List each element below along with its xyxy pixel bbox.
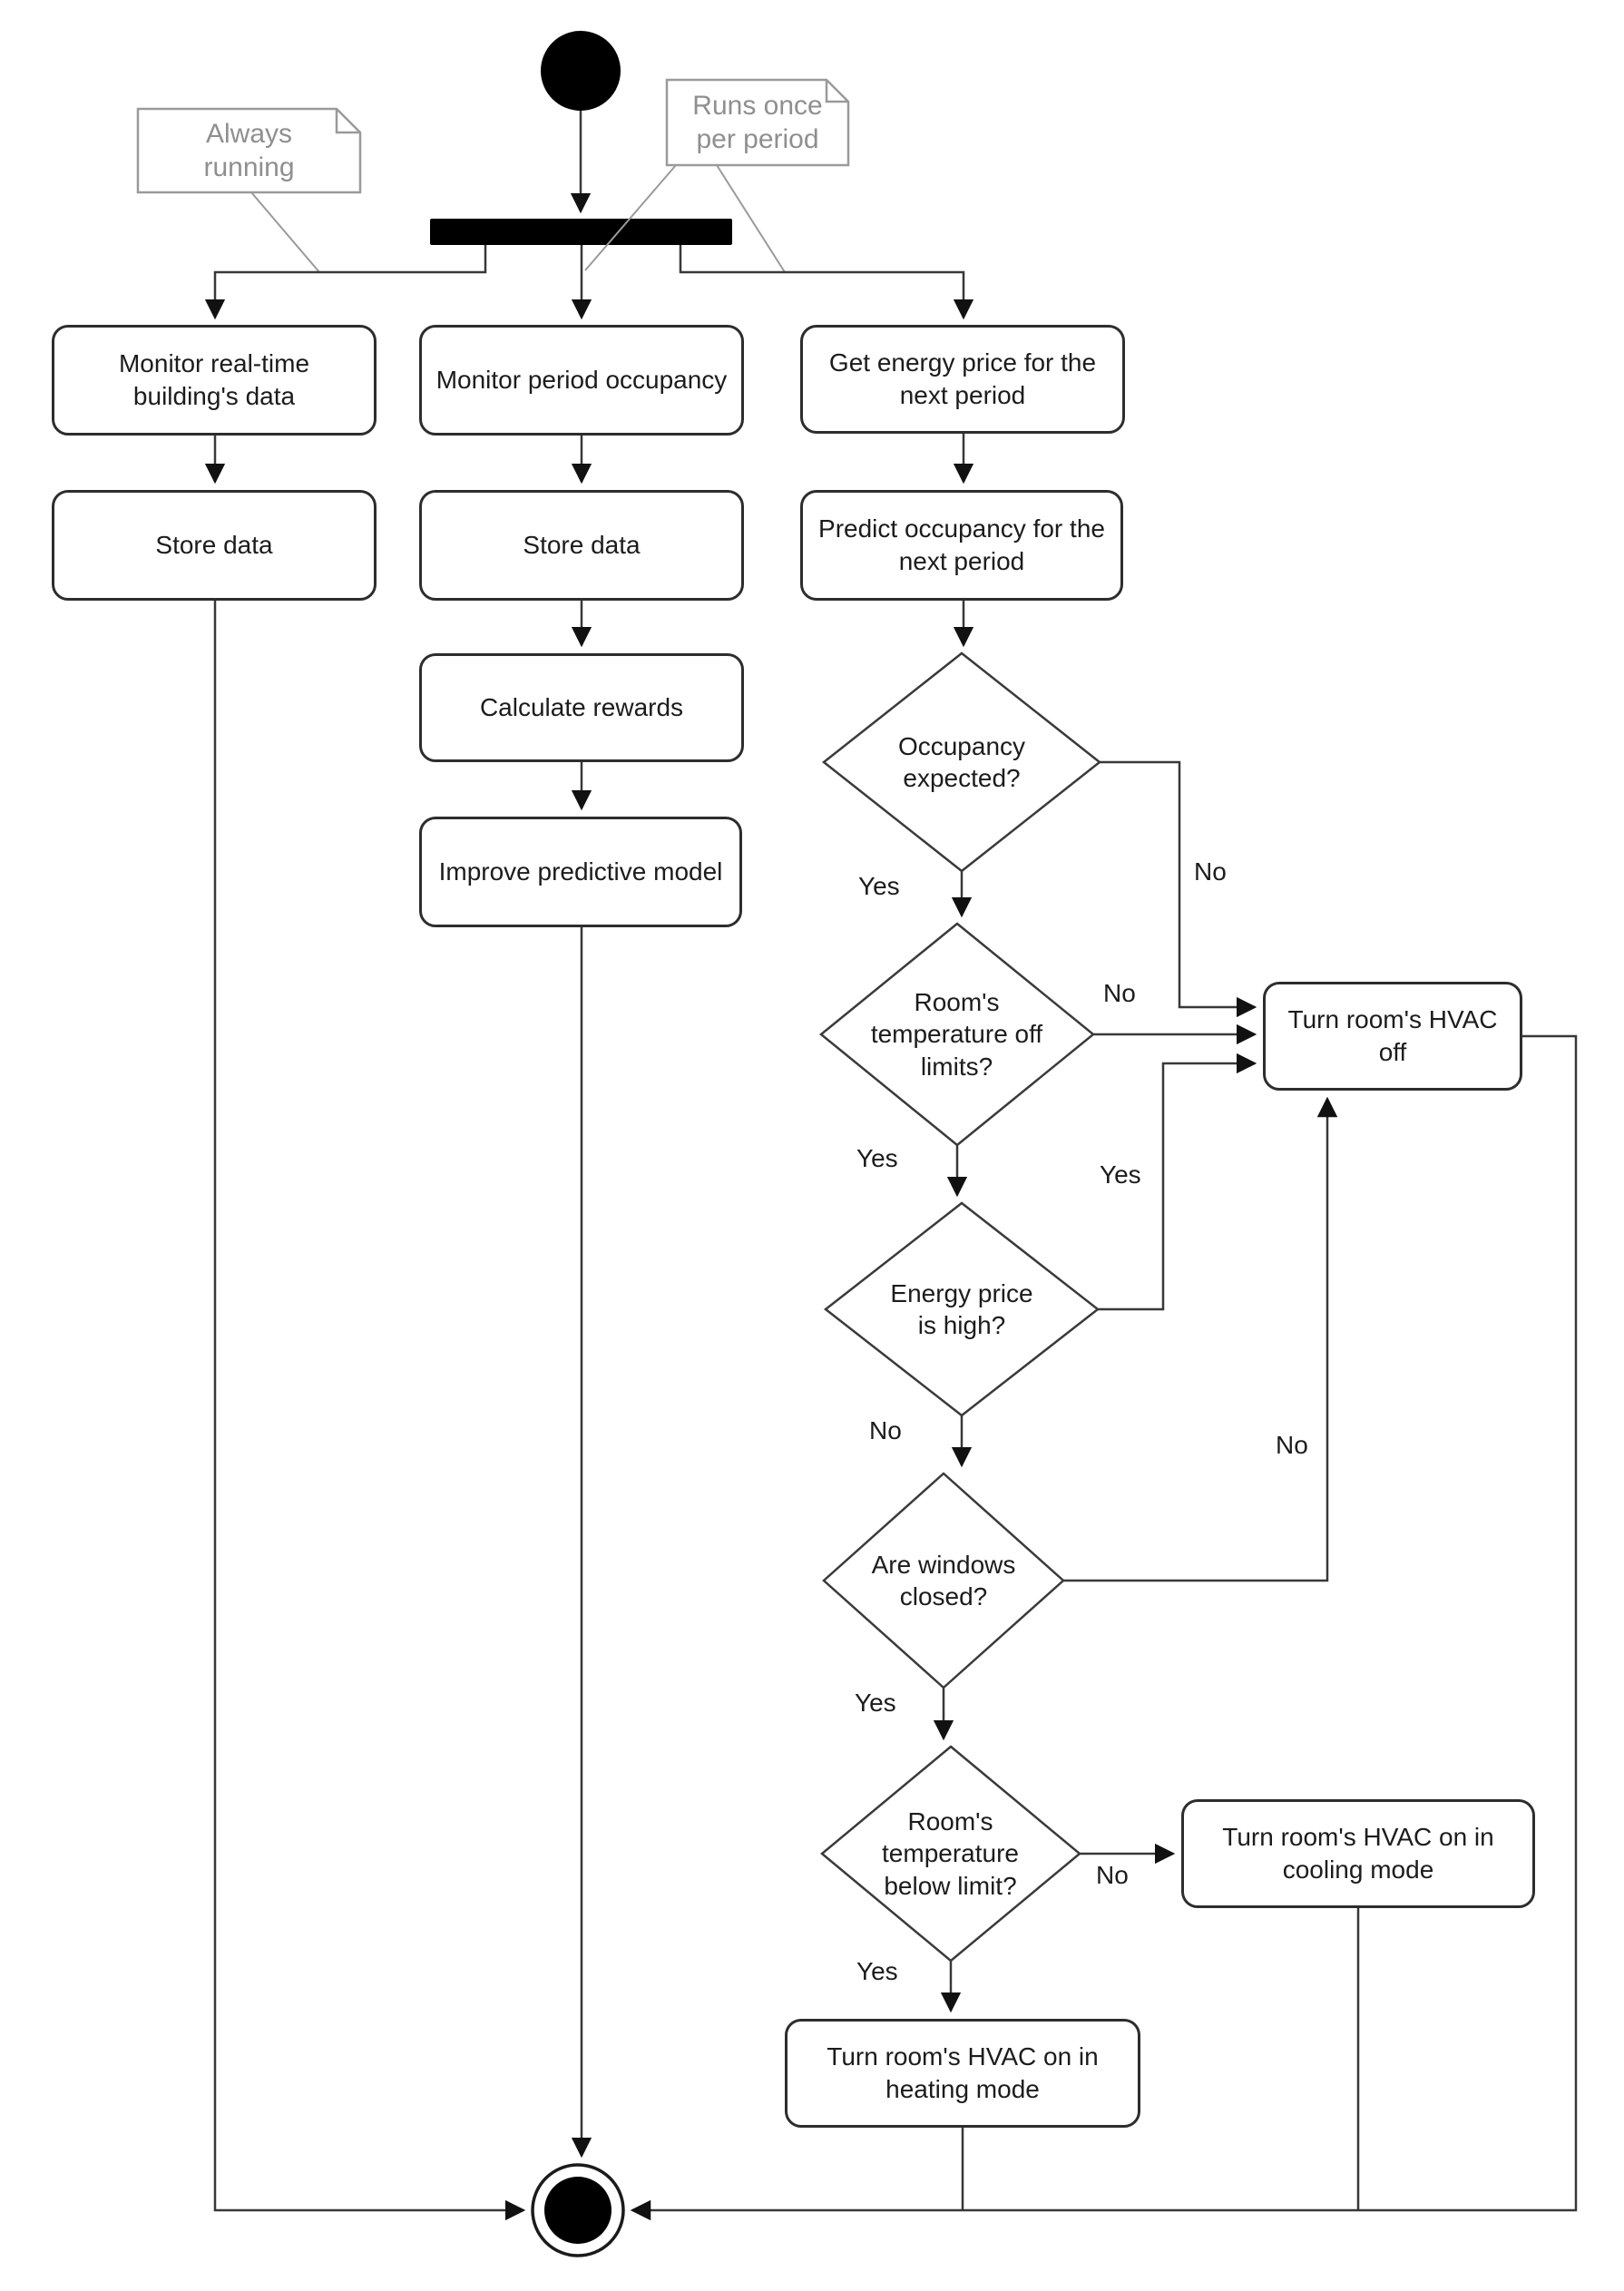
edge-pricehigh-yes-to-hvac-off [1098,1052,1257,1311]
action-monitor-period[interactable]: Monitor period occupancy [419,325,744,436]
guard-occupancy-yes: Yes [858,872,900,900]
guard-belowlimit-yes: Yes [856,1957,898,1985]
edge-store-left-to-final [213,601,526,2221]
action-label: Turn room's HVAC off [1287,1005,1498,1066]
fork-bar[interactable] [430,219,732,245]
action-monitor-realtime[interactable]: Monitor real-time building's data [52,325,377,436]
action-store-data-mid[interactable]: Store data [419,490,744,601]
guard-offlimits-yes: Yes [856,1144,898,1172]
guard-windows-no: No [1276,1431,1308,1459]
action-improve-model[interactable]: Improve predictive model [419,817,742,927]
action-hvac-off[interactable]: Turn room's HVAC off [1263,982,1522,1091]
decision-temp-off-limits-label: Room's temperature off limits? [870,988,1043,1081]
guard-pricehigh-no: No [869,1416,902,1444]
action-hvac-cooling[interactable]: Turn room's HVAC on in cooling mode [1181,1799,1535,1908]
guard-belowlimit-no: No [1096,1861,1129,1889]
guard-occupancy-no: No [1194,857,1227,886]
edge-hvac-off-to-final [630,1034,1578,2221]
edge-fork-to-monitor-realtime [204,245,487,320]
action-hvac-heating[interactable]: Turn room's HVAC on in heating mode [785,2019,1140,2128]
note-runs-once-text: Runs once per period [692,90,823,155]
guard-pricehigh-yes: Yes [1100,1160,1141,1189]
decision-windows-closed-shape[interactable] [822,1472,1065,1689]
action-label: Store data [155,531,273,560]
action-label: Store data [523,531,641,560]
note-always-running-fold-icon [335,109,360,134]
decision-occupancy-expected-shape[interactable] [821,651,1102,873]
note-runs-once-fold-icon [825,80,848,103]
note-runs-once-shape[interactable] [665,78,850,167]
action-get-energy-price[interactable]: Get energy price for the next period [800,325,1125,434]
guard-windows-yes: Yes [855,1689,896,1717]
action-label: Get energy price for the next period [828,348,1097,409]
decision-energy-price-high-shape[interactable] [823,1201,1101,1417]
action-label: Monitor real-time building's data [118,349,310,410]
final-node[interactable] [531,2163,625,2257]
note-always-running-shape[interactable] [136,107,362,194]
note-tail-runs-once-left [584,164,677,271]
action-predict-occupancy[interactable]: Predict occupancy for the next period [800,490,1123,601]
decision-energy-price-high-label: Energy price is high? [890,1278,1033,1339]
action-label: Improve predictive model [438,857,723,886]
edge-windows-no-to-hvac-off [1063,1096,1338,1582]
decision-occupancy-expected-label: Occupancy expected? [897,731,1026,792]
action-label: Turn room's HVAC on in cooling mode [1222,1823,1494,1884]
decision-temp-below-limit-label: Room's temperature below limit? [882,1807,1019,1900]
guard-offlimits-no: No [1103,979,1136,1007]
note-tail-runs-once-right [716,164,786,273]
edge-occupancy-no-to-hvac-off [1100,760,1257,1018]
note-always-running-text: Always running [203,118,295,183]
initial-node[interactable] [541,31,621,111]
action-store-data-left[interactable]: Store data [52,490,377,601]
decision-temp-below-limit-shape[interactable] [820,1745,1081,1963]
action-label: Calculate rewards [479,693,684,722]
note-tail-always-running [250,191,320,273]
decision-temp-off-limits-shape[interactable] [819,922,1095,1147]
action-label: Turn room's HVAC on in heating mode [827,2042,1099,2103]
action-label: Predict occupancy for the next period [818,514,1105,575]
edge-fork-to-get-energy-price [679,245,974,320]
action-label: Monitor period occupancy [435,366,728,395]
action-calculate-rewards[interactable]: Calculate rewards [419,653,744,762]
decision-windows-closed-label: Are windows closed? [871,1550,1016,1611]
